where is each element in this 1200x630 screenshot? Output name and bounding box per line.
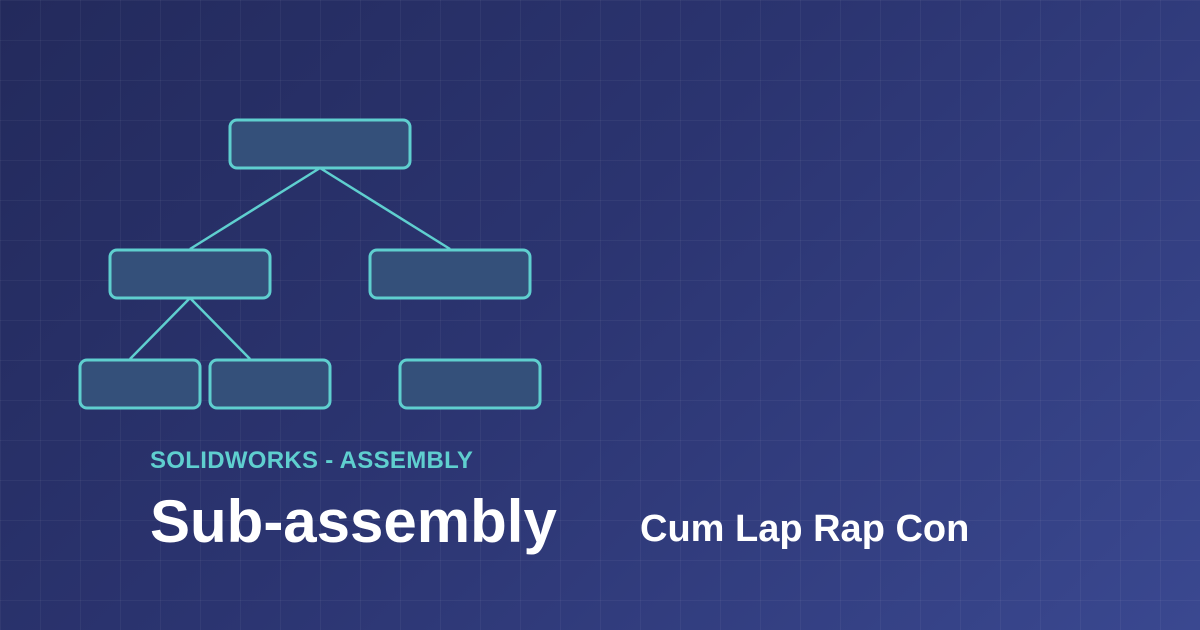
category-label: SOLIDWORKS - ASSEMBLY [150, 447, 474, 474]
tree-links [129, 166, 451, 360]
link-left-sub-leaf-1 [129, 297, 191, 360]
link-root-right-sub [319, 166, 451, 251]
page-title: Sub-assembly [150, 488, 557, 555]
node-leaf-1 [78, 358, 202, 410]
link-left-sub-leaf-2 [189, 297, 251, 360]
node-leaf-3 [398, 358, 542, 410]
node-leaf-2 [208, 358, 332, 410]
tree-nodes [78, 118, 542, 410]
page-subtitle: Cum Lap Rap Con [640, 508, 970, 550]
node-right-sub [368, 248, 532, 300]
link-root-left-sub [189, 166, 321, 251]
node-root [228, 118, 412, 170]
node-left-sub [108, 248, 272, 300]
